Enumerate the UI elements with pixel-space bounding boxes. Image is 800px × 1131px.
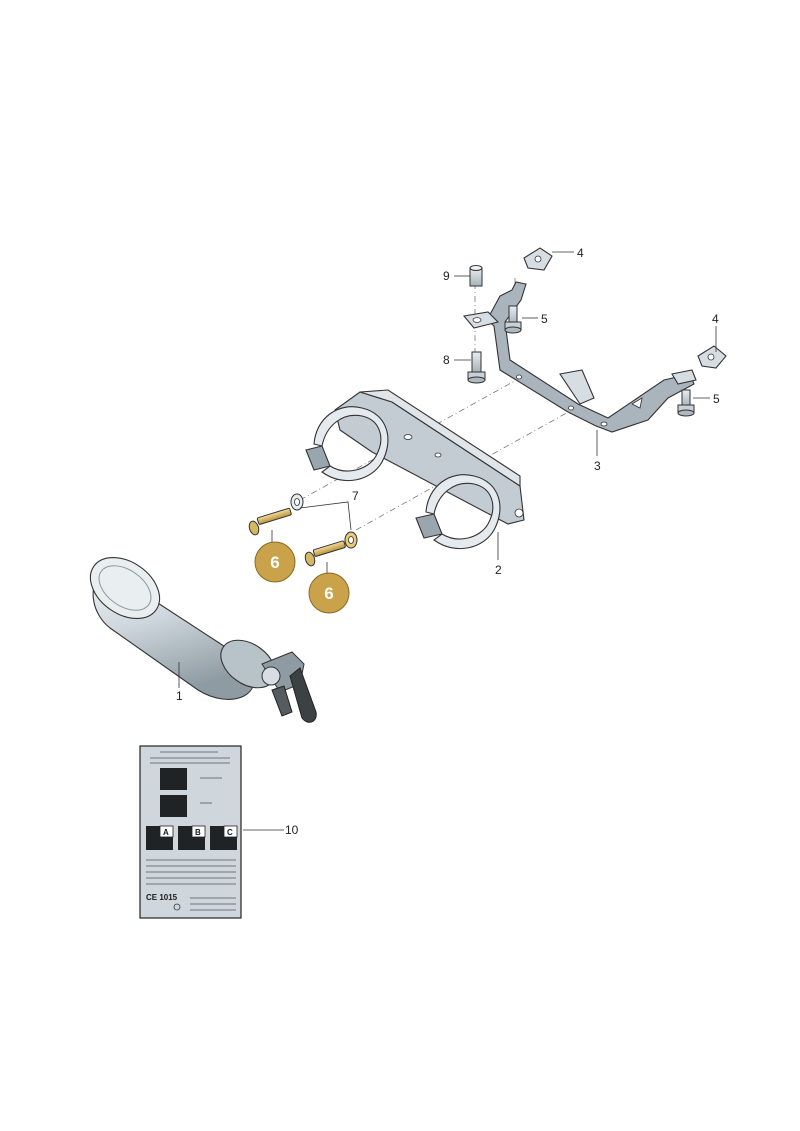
callout-4-upper[interactable]: 4	[577, 246, 584, 260]
fire-extinguisher	[89, 556, 317, 723]
callout-3[interactable]: 3	[594, 459, 601, 473]
leader-lines	[178, 251, 717, 831]
callout-5-right[interactable]: 5	[713, 392, 720, 406]
bolt-left	[467, 351, 486, 384]
label-class-b: B	[195, 828, 201, 837]
instruction-label: A B C CE 1015	[139, 745, 242, 919]
bolt-highlight-a	[248, 507, 292, 536]
callout-1[interactable]: 1	[176, 689, 183, 703]
label-cert-code: CE 1015	[146, 893, 178, 902]
bolt-upper	[504, 305, 522, 334]
spacer-sleeve	[469, 265, 483, 287]
svg-text:6: 6	[324, 584, 333, 603]
label-class-c: C	[227, 828, 233, 837]
clip-nut-right	[697, 345, 727, 369]
holder-bracket	[305, 389, 525, 550]
label-class-a: A	[163, 828, 169, 837]
callout-10[interactable]: 10	[285, 823, 299, 837]
badge-part-6-a[interactable]: 6	[254, 541, 296, 583]
callout-9[interactable]: 9	[443, 269, 450, 283]
bolt-right	[677, 389, 695, 417]
badge-part-6-b[interactable]: 6	[308, 572, 350, 614]
bolt-highlight-b	[304, 540, 346, 567]
clip-nut-upper	[523, 247, 553, 271]
washer-a	[290, 493, 304, 511]
callout-4-right[interactable]: 4	[712, 312, 719, 326]
callout-8[interactable]: 8	[443, 353, 450, 367]
washer-b	[344, 531, 358, 549]
callout-numbers: 1 2 3 4 4 5 5 7 8 9 10	[176, 246, 720, 837]
callout-5-upper[interactable]: 5	[541, 312, 548, 326]
callout-2[interactable]: 2	[495, 563, 502, 577]
mounting-bar	[462, 281, 697, 433]
callout-7[interactable]: 7	[352, 489, 359, 503]
svg-text:6: 6	[270, 553, 279, 572]
